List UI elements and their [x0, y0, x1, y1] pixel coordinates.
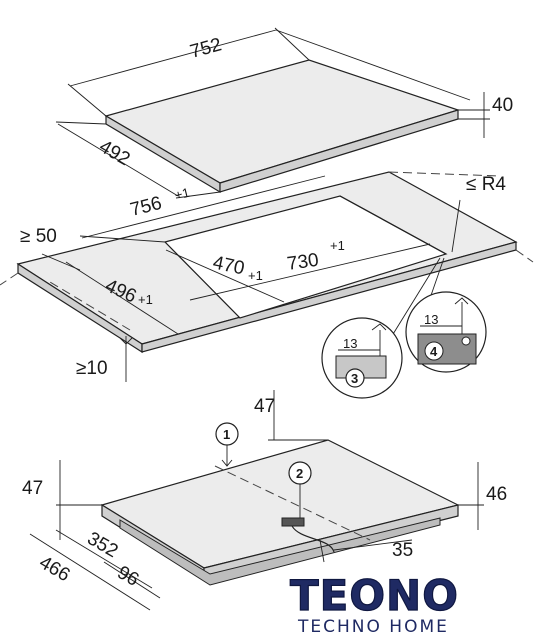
dim-radius: ≤ R4 — [466, 174, 506, 195]
dim-730-tol: +1 — [330, 238, 345, 253]
dim-46: 46 — [486, 484, 507, 505]
callout-1: 1 — [223, 427, 230, 442]
detail-3-dim: 13 — [343, 336, 357, 351]
dim-35: 35 — [392, 540, 413, 561]
logo-top: TEONO — [290, 571, 459, 620]
callout-2: 2 — [296, 466, 303, 481]
detail-4-number: 4 — [430, 344, 438, 359]
counter-cutout: 756 +1 ≤ R4 ≥ 50 470 +1 730 +1 496 +1 ≥1… — [0, 171, 534, 382]
dim-492: 492 — [96, 136, 134, 170]
detail-3-number: 3 — [351, 371, 358, 386]
dim-752: 752 — [188, 34, 224, 62]
detail-4-dim: 13 — [424, 312, 438, 327]
logo-bottom: TECHNO HOME — [297, 617, 449, 637]
dim-756: 756 — [128, 193, 164, 221]
detail-4: 13 4 — [405, 291, 487, 373]
top-hob: 752 40 492 — [55, 27, 513, 199]
dim-730: 730 — [286, 250, 320, 275]
dim-96: 96 — [114, 562, 143, 591]
detail-3: 13 3 — [321, 317, 403, 399]
dim-47-rear: 47 — [254, 396, 275, 417]
dim-470-tol: +1 — [248, 268, 263, 283]
dim-756-tol: +1 — [173, 185, 191, 203]
dim-352: 352 — [84, 528, 122, 562]
dim-47-left: 47 — [22, 478, 43, 499]
dim-min-front: ≥ 50 — [20, 226, 57, 247]
dim-min-thickness: ≥10 — [76, 358, 108, 379]
dim-466: 466 — [36, 552, 74, 586]
dim-496-tol: +1 — [138, 292, 153, 307]
teono-logo: TEONO TECHNO HOME — [289, 570, 459, 637]
dim-40: 40 — [492, 95, 513, 116]
